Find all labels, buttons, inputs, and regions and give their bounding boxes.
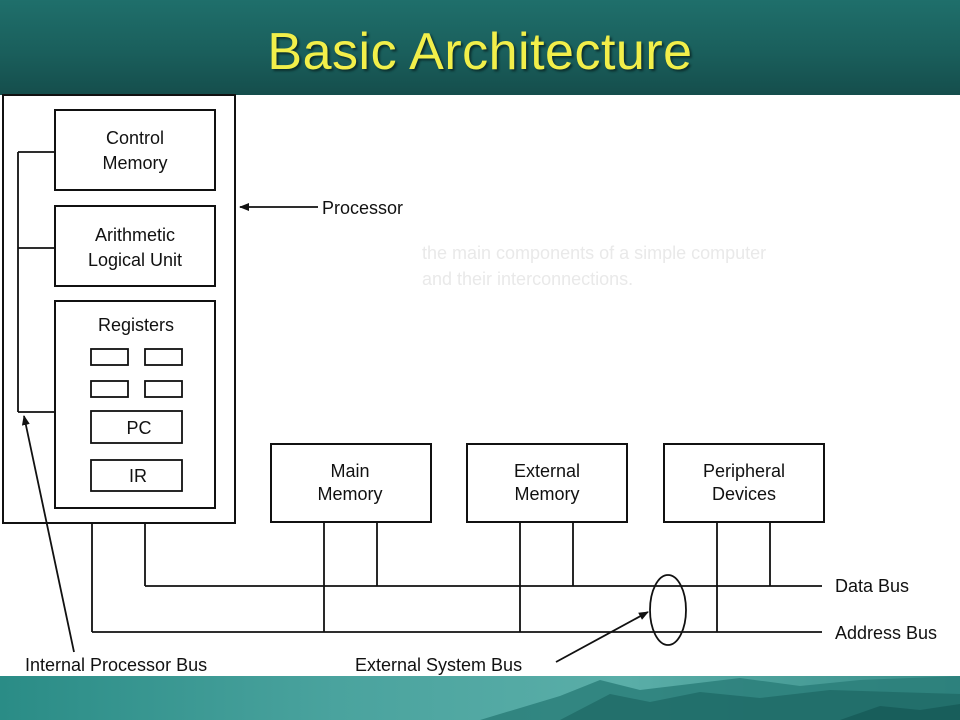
register-slot — [90, 348, 129, 366]
caption-text: the main components of a simple computer… — [422, 240, 942, 292]
register-slot — [144, 348, 183, 366]
peripheral-devices-label-1: Peripheral — [703, 461, 785, 481]
data-bus-label: Data Bus — [835, 576, 909, 596]
main-memory-label-2: Memory — [317, 484, 382, 504]
main-memory-label-1: Main — [330, 461, 369, 481]
caption-line-1: the main components of a simple computer — [422, 243, 767, 263]
caption-line-2: and their interconnections. — [422, 269, 634, 289]
registers-box: Registers PC IR — [54, 300, 216, 509]
external-bus-arrow — [555, 611, 649, 663]
pc-register — [90, 410, 183, 444]
peripheral-devices-box: Peripheral Devices — [663, 443, 825, 523]
processor-label: Processor — [322, 198, 403, 218]
ir-register — [90, 459, 183, 492]
alu-label-1: Arithmetic — [95, 225, 175, 245]
slide-title: Basic Architecture — [267, 23, 693, 81]
footer-mountain-graphic — [480, 676, 960, 720]
processor-box — [2, 94, 236, 524]
alu-box: Arithmetic Logical Unit — [54, 205, 216, 287]
register-slot — [144, 380, 183, 398]
ir-label: IR — [129, 466, 147, 486]
system-bus-ellipse — [649, 574, 687, 646]
address-bus-label: Address Bus — [835, 623, 937, 643]
control-memory-label-1: Control — [106, 128, 164, 148]
control-memory-label-2: Memory — [102, 153, 167, 173]
bus-lines — [91, 522, 822, 633]
register-slot — [90, 380, 129, 398]
main-memory-box: Main Memory — [270, 443, 432, 523]
registers-label: Registers — [98, 315, 174, 335]
external-memory-label-2: Memory — [514, 484, 579, 504]
internal-processor-bus-label: Internal Processor Bus — [25, 655, 207, 675]
control-memory-box: Control Memory — [54, 109, 216, 191]
peripheral-devices-label-2: Devices — [712, 484, 776, 504]
alu-label-2: Logical Unit — [88, 250, 182, 270]
internal-bus-arrow — [21, 415, 75, 653]
footer-band — [0, 676, 960, 720]
external-memory-label-1: External — [514, 461, 580, 481]
external-system-bus-label: External System Bus — [355, 655, 522, 675]
internal-bus-lines — [17, 151, 55, 413]
title-band: Basic Architecture — [0, 0, 960, 95]
pc-label: PC — [126, 418, 151, 438]
external-memory-box: External Memory — [466, 443, 628, 523]
